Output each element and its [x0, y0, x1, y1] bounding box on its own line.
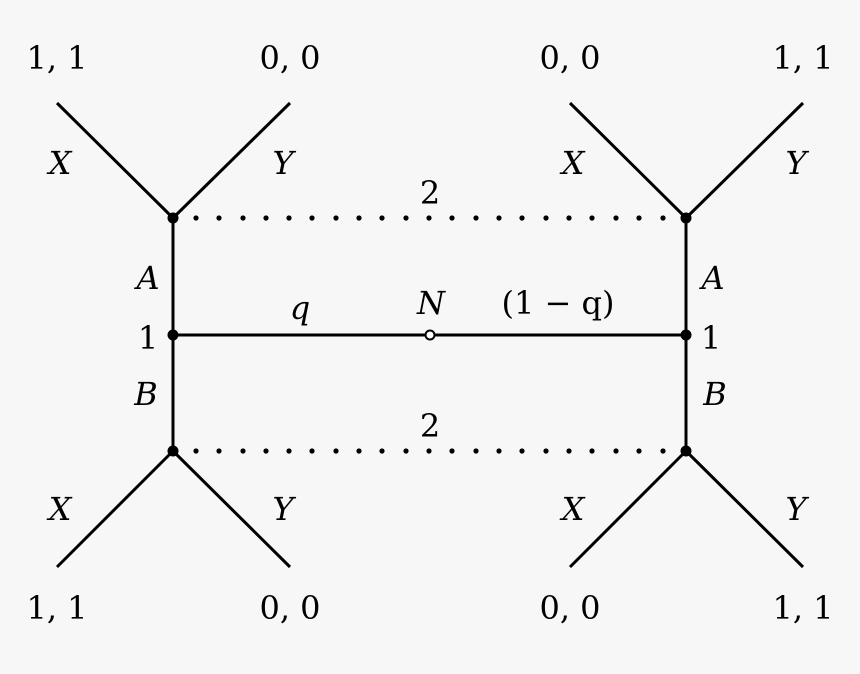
node-left-bottom	[167, 445, 179, 457]
action-left-bottom-x: X	[48, 490, 72, 528]
action-right-a: A	[701, 259, 725, 297]
payoff-right-bottom-y: 1, 1	[772, 589, 834, 627]
left-top-y-edge	[171, 101, 292, 220]
info-set-top-label: 2	[419, 174, 441, 212]
node-right-bottom	[680, 445, 692, 457]
info-set-top	[193, 215, 666, 221]
node-left-mid	[167, 329, 179, 341]
payoff-left-top-y: 0, 0	[259, 39, 321, 77]
chance-prob-left: q	[289, 289, 311, 327]
chance-prob-right: (1 − q)	[501, 284, 615, 322]
chance-node-label: N	[417, 284, 445, 322]
payoff-left-top-x: 1, 1	[26, 39, 88, 77]
node-right-top	[680, 212, 692, 224]
node-right-mid	[680, 329, 692, 341]
action-right-top-y: Y	[785, 144, 807, 182]
action-left-b: B	[134, 375, 158, 413]
right-top-x-edge	[568, 101, 688, 220]
right-bottom-y-edge	[684, 449, 805, 569]
action-left-bottom-y: Y	[272, 490, 294, 528]
payoff-left-bottom-x: 1, 1	[26, 589, 88, 627]
action-right-bottom-x: X	[561, 490, 585, 528]
chance-node	[424, 329, 436, 341]
player-left-label: 1	[137, 319, 159, 357]
left-bottom-y-edge	[171, 449, 292, 569]
info-set-bottom-label: 2	[419, 407, 441, 445]
left-bottom-x-edge	[55, 449, 175, 569]
payoff-right-top-y: 1, 1	[772, 39, 834, 77]
action-right-top-x: X	[561, 144, 585, 182]
payoff-left-bottom-y: 0, 0	[259, 589, 321, 627]
node-left-top	[167, 212, 179, 224]
action-left-top-x: X	[48, 144, 72, 182]
payoff-right-bottom-x: 0, 0	[539, 589, 601, 627]
info-set-bottom	[193, 448, 666, 454]
action-left-a: A	[136, 259, 160, 297]
right-bottom-x-edge	[568, 449, 688, 569]
payoff-right-top-x: 0, 0	[539, 39, 601, 77]
left-top-x-edge	[55, 101, 175, 220]
action-left-top-y: Y	[272, 144, 294, 182]
action-right-bottom-y: Y	[785, 490, 807, 528]
player-right-label: 1	[700, 319, 722, 357]
action-right-b: B	[703, 375, 727, 413]
right-top-y-edge	[684, 101, 805, 220]
